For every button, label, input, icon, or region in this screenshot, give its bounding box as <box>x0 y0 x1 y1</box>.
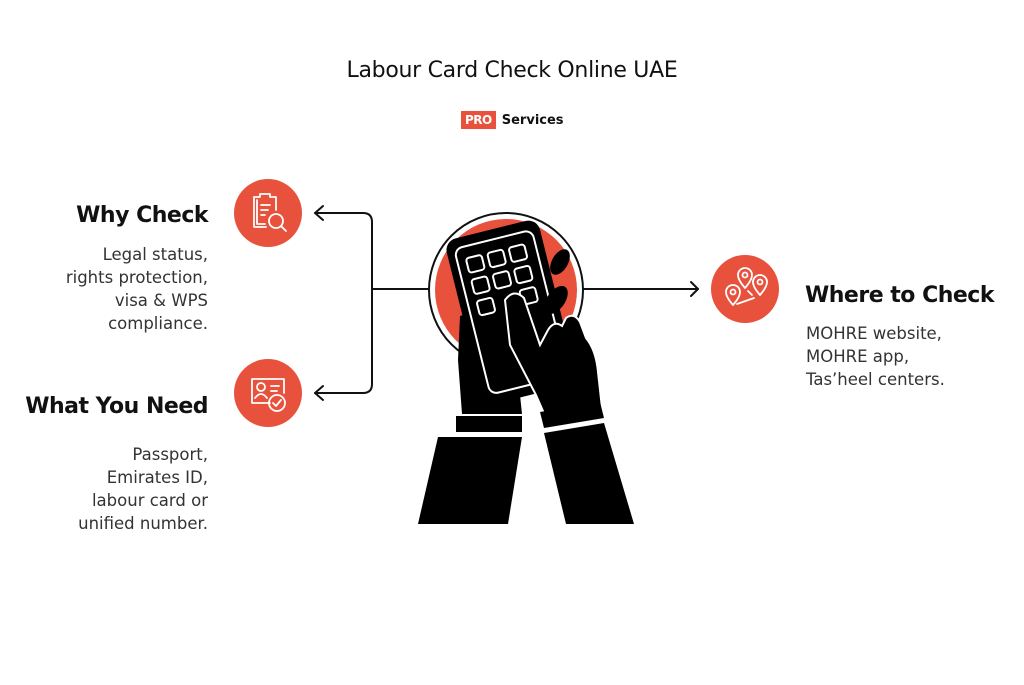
heading-what-you-need: What You Need <box>25 394 208 419</box>
description-what-you-need: Passport, Emirates ID, labour card or un… <box>78 445 208 533</box>
brand-logo: PRO <box>461 111 496 129</box>
description-where-to-check: MOHRE website, MOHRE app, Tas’heel cente… <box>806 324 945 389</box>
heading-why-check: Why Check <box>76 203 208 228</box>
arrow-where-to-check <box>690 281 699 297</box>
arrow-what-you-need <box>314 385 324 401</box>
page-title: Labour Card Check Online UAE <box>346 58 678 83</box>
brand-name: Services <box>501 112 564 128</box>
clipboard-search-icon <box>234 179 302 247</box>
id-card-check-icon <box>234 359 302 427</box>
arrow-why-check <box>314 205 324 221</box>
description-why-check: Legal status, rights protection, visa & … <box>65 245 208 333</box>
heading-where-to-check: Where to Check <box>805 283 994 308</box>
bracket-connector <box>314 212 373 394</box>
brand: PRO Services <box>461 111 564 129</box>
map-pins-icon <box>711 255 779 323</box>
